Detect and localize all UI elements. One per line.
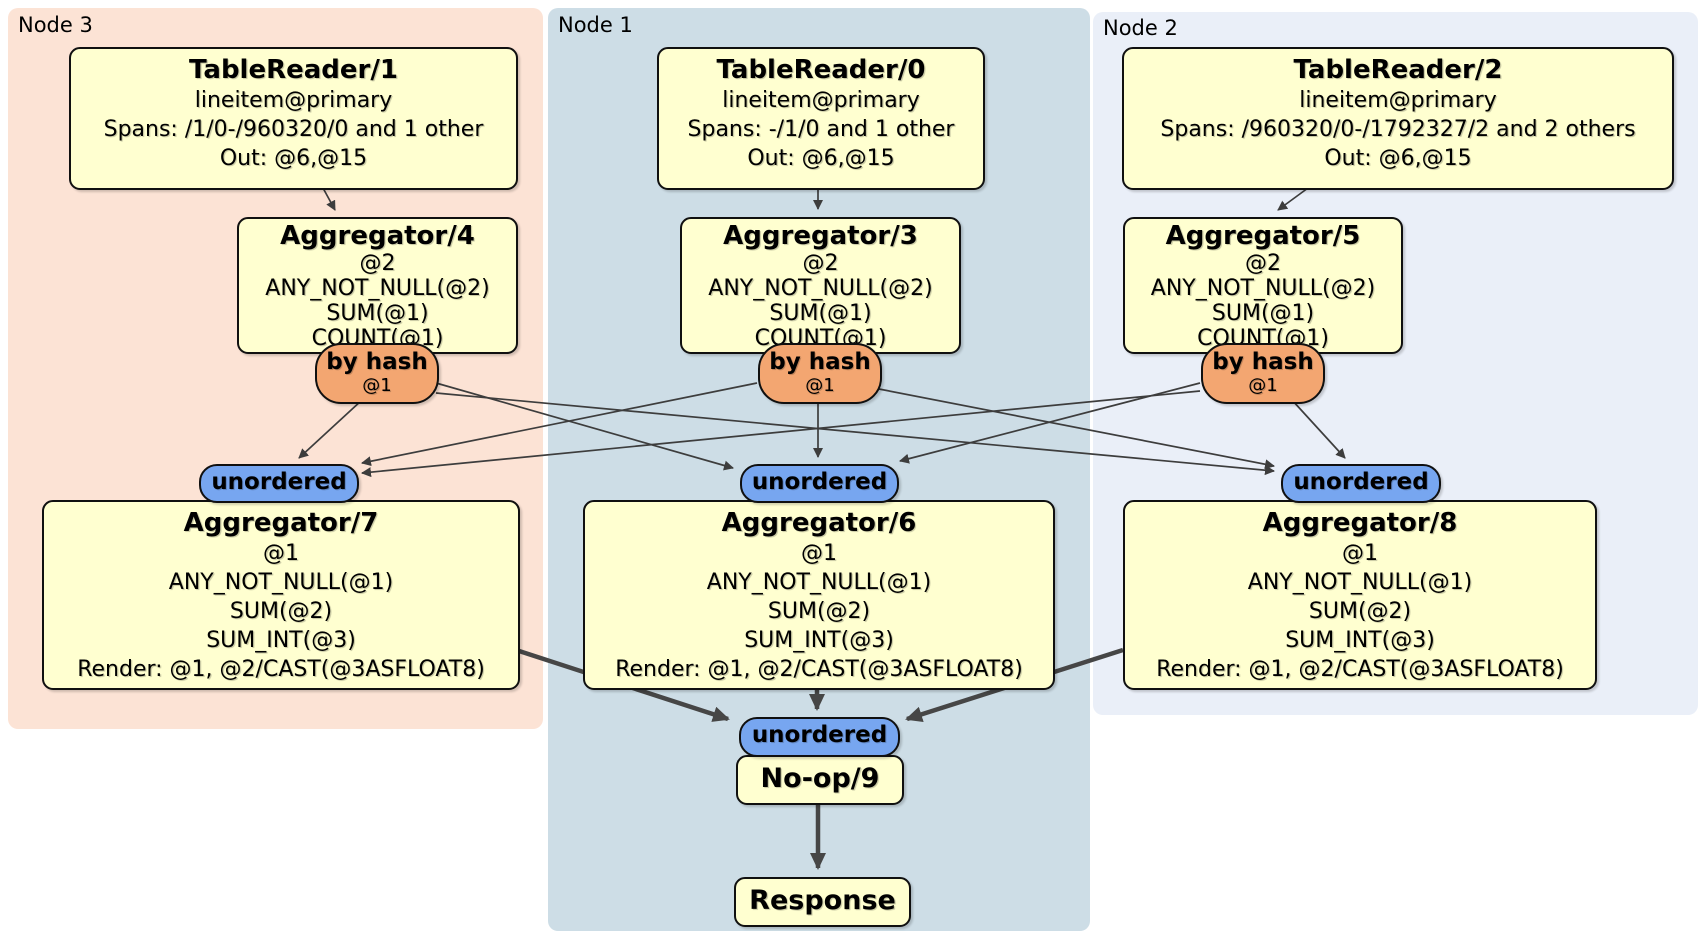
processor-tablereader1: TableReader/1 lineitem@primary Spans: /1… bbox=[69, 47, 518, 190]
processor-detail: SUM(@2) bbox=[767, 599, 871, 624]
processor-noop: No-op/9 bbox=[736, 755, 904, 805]
sync-unordered-final: unordered bbox=[739, 717, 900, 757]
router-key: @1 bbox=[1248, 375, 1278, 396]
edge-byhash1-to-unordered3 bbox=[361, 382, 758, 467]
edge-tablereader2-to-aggregator5 bbox=[1277, 187, 1309, 211]
processor-detail: ANY_NOT_NULL(@1) bbox=[706, 570, 932, 595]
processor-title: Aggregator/7 bbox=[183, 508, 379, 538]
processor-response: Response bbox=[734, 877, 911, 927]
processor-detail: Spans: /1/0-/960320/0 and 1 other bbox=[103, 117, 484, 142]
processor-aggregator7: Aggregator/7 @1 ANY_NOT_NULL(@1) SUM(@2)… bbox=[42, 500, 520, 690]
processor-detail: SUM(@2) bbox=[229, 599, 333, 624]
processor-detail: ANY_NOT_NULL(@1) bbox=[1247, 570, 1473, 595]
processor-aggregator3: Aggregator/3 @2 ANY_NOT_NULL(@2) SUM(@1)… bbox=[680, 217, 961, 354]
router-byhash-node3: by hash @1 bbox=[315, 343, 439, 404]
processor-detail: Out: @6,@15 bbox=[1324, 146, 1472, 171]
processor-title: TableReader/1 bbox=[189, 55, 398, 85]
processor-detail: SUM(@2) bbox=[1308, 599, 1412, 624]
processor-detail: Render: @1, @2/CAST(@3ASFLOAT8) bbox=[1156, 657, 1564, 682]
processor-detail: ANY_NOT_NULL(@2) bbox=[265, 276, 490, 301]
processor-detail: SUM_INT(@3) bbox=[744, 628, 894, 653]
processor-title: Response bbox=[749, 885, 896, 916]
processor-title: Aggregator/8 bbox=[1262, 508, 1458, 538]
edge-byhash1-to-unordered2 bbox=[878, 388, 1275, 470]
processor-title: TableReader/2 bbox=[1293, 55, 1503, 85]
processor-detail: SUM(@1) bbox=[769, 301, 872, 326]
edge-byhash2-to-unordered1 bbox=[899, 382, 1201, 464]
router-key: @1 bbox=[805, 375, 835, 396]
processor-tablereader0: TableReader/0 lineitem@primary Spans: -/… bbox=[657, 47, 985, 190]
router-key: @1 bbox=[362, 375, 392, 396]
processor-aggregator8: Aggregator/8 @1 ANY_NOT_NULL(@1) SUM(@2)… bbox=[1123, 500, 1597, 690]
processor-detail: @1 bbox=[1342, 541, 1378, 566]
router-label: by hash bbox=[1212, 349, 1314, 375]
processor-aggregator5: Aggregator/5 @2 ANY_NOT_NULL(@2) SUM(@1)… bbox=[1123, 217, 1403, 354]
processor-detail: Spans: -/1/0 and 1 other bbox=[687, 117, 955, 142]
processor-detail: SUM(@1) bbox=[1211, 301, 1315, 326]
router-byhash-node2: by hash @1 bbox=[1201, 343, 1325, 404]
processor-aggregator6: Aggregator/6 @1 ANY_NOT_NULL(@1) SUM(@2)… bbox=[583, 500, 1055, 690]
processor-detail: @1 bbox=[263, 541, 299, 566]
edge-byhash3-to-unordered1 bbox=[435, 382, 734, 471]
processor-detail: @2 bbox=[359, 251, 396, 276]
processor-title: Aggregator/4 bbox=[280, 221, 475, 251]
processor-detail: @2 bbox=[1245, 251, 1281, 276]
processor-detail: SUM(@1) bbox=[326, 301, 429, 326]
edge-byhash3-to-unordered3 bbox=[298, 399, 363, 459]
processor-detail: Render: @1, @2/CAST(@3ASFLOAT8) bbox=[615, 657, 1023, 682]
edge-byhash3-to-unordered2 bbox=[435, 392, 1275, 476]
processor-detail: Spans: /960320/0-/1792327/2 and 2 others bbox=[1160, 117, 1636, 142]
processor-title: Aggregator/3 bbox=[723, 221, 918, 251]
processor-detail: lineitem@primary bbox=[194, 88, 393, 113]
processor-detail: lineitem@primary bbox=[1299, 88, 1497, 113]
processor-detail: SUM_INT(@3) bbox=[206, 628, 356, 653]
edge-byhash2-to-unordered3 bbox=[361, 390, 1201, 478]
region-label-node2: Node 2 bbox=[1103, 16, 1178, 40]
processor-tablereader2: TableReader/2 lineitem@primary Spans: /9… bbox=[1122, 47, 1674, 190]
processor-detail: Out: @6,@15 bbox=[219, 146, 368, 171]
router-byhash-node1: by hash @1 bbox=[758, 343, 882, 404]
processor-aggregator4: Aggregator/4 @2 ANY_NOT_NULL(@2) SUM(@1)… bbox=[237, 217, 518, 354]
processor-title: Aggregator/5 bbox=[1165, 221, 1361, 251]
processor-detail: ANY_NOT_NULL(@1) bbox=[168, 570, 394, 595]
sync-unordered-node1: unordered bbox=[740, 464, 899, 503]
processor-detail: SUM_INT(@3) bbox=[1285, 628, 1435, 653]
region-label-node1: Node 1 bbox=[558, 13, 633, 37]
processor-detail: @2 bbox=[802, 251, 839, 276]
edge-tablereader1-to-aggregator4 bbox=[322, 187, 336, 211]
processor-detail: ANY_NOT_NULL(@2) bbox=[1150, 276, 1376, 301]
region-label-node3: Node 3 bbox=[18, 13, 93, 37]
router-label: by hash bbox=[326, 349, 428, 375]
processor-title: No-op/9 bbox=[760, 763, 880, 794]
processor-title: TableReader/0 bbox=[716, 55, 926, 85]
processor-detail: lineitem@primary bbox=[722, 88, 920, 113]
edge-byhash2-to-unordered2 bbox=[1291, 399, 1346, 459]
sync-unordered-node2: unordered bbox=[1281, 464, 1441, 503]
processor-detail: ANY_NOT_NULL(@2) bbox=[708, 276, 933, 301]
processor-title: Aggregator/6 bbox=[721, 508, 917, 538]
processor-detail: Render: @1, @2/CAST(@3ASFLOAT8) bbox=[77, 657, 485, 682]
processor-detail: Out: @6,@15 bbox=[747, 146, 895, 171]
processor-detail: @1 bbox=[801, 541, 837, 566]
sync-unordered-node3: unordered bbox=[199, 464, 359, 503]
router-label: by hash bbox=[769, 349, 871, 375]
